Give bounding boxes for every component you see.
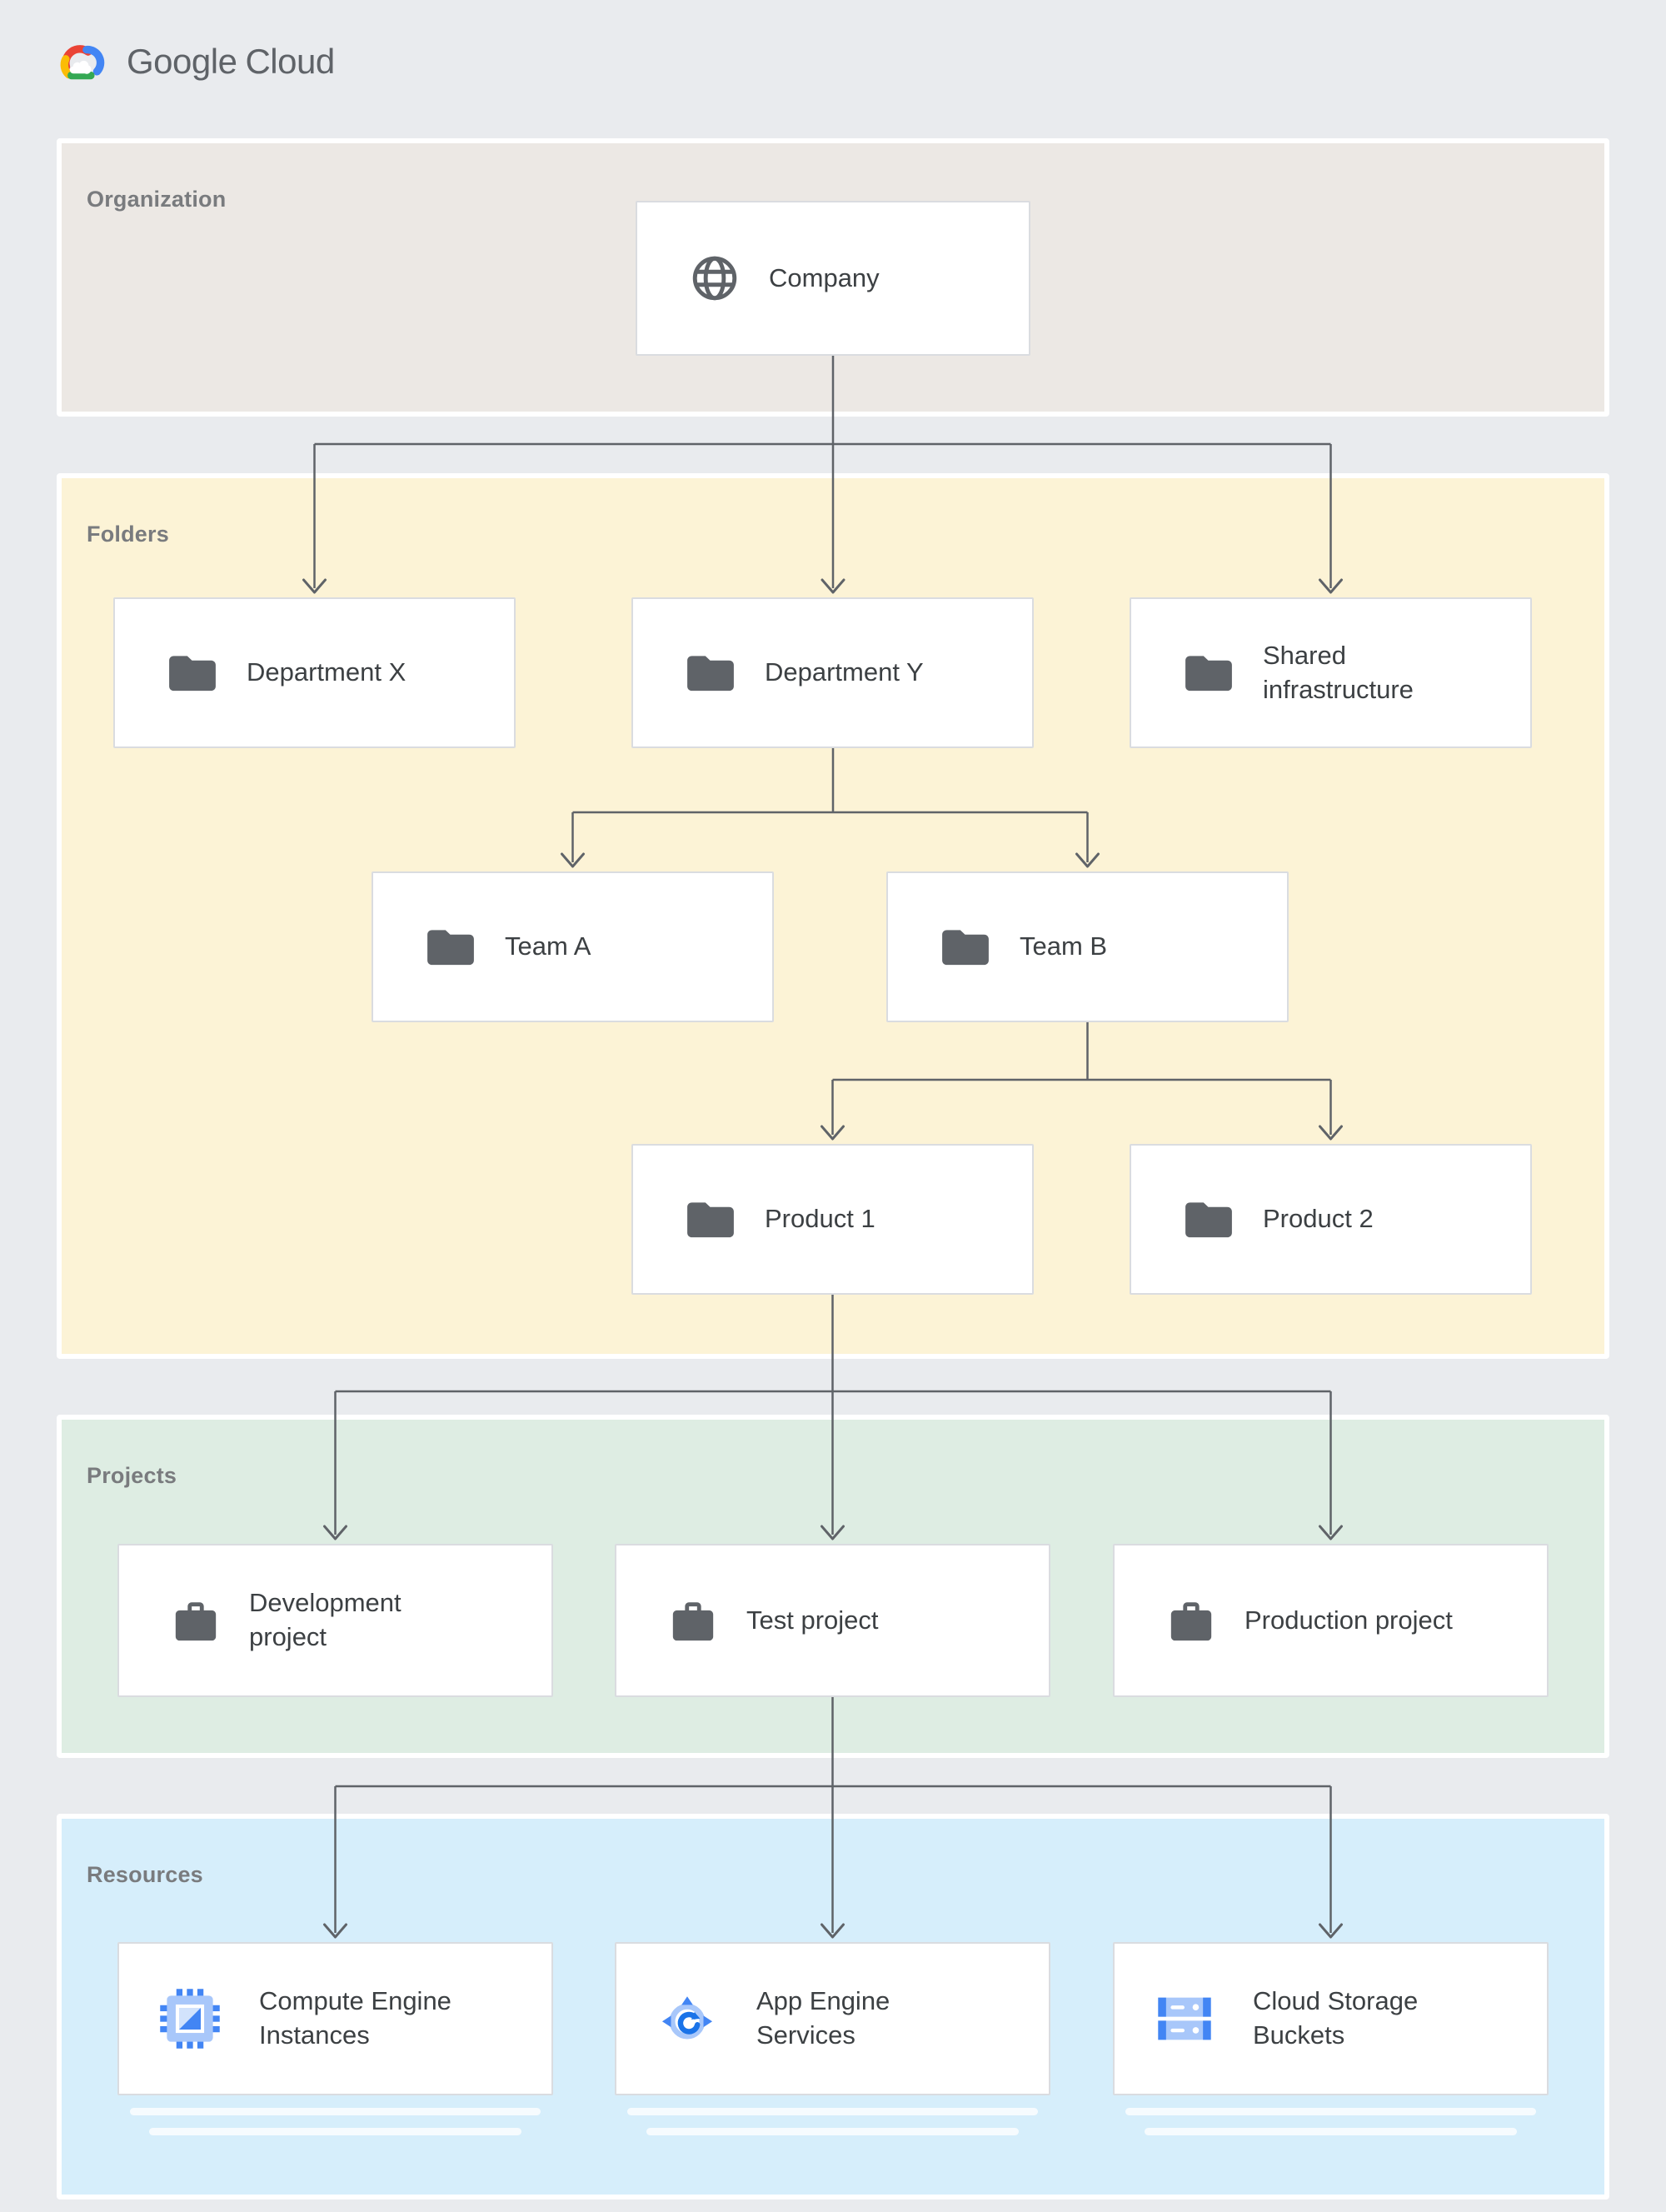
node-development-project-label: Development project bbox=[249, 1588, 402, 1651]
node-compute-engine-instances-label: Compute Engine Instances bbox=[259, 1986, 451, 2050]
stack-line bbox=[1125, 2108, 1536, 2115]
section-folders-label: Folders bbox=[87, 522, 169, 547]
section-organization-label: Organization bbox=[87, 187, 227, 212]
node-cloud-storage-buckets: Cloud Storage Buckets bbox=[1113, 1942, 1549, 2095]
node-production-project-label: Production project bbox=[1245, 1605, 1453, 1635]
node-app-engine-services-label: App Engine Services bbox=[756, 1986, 890, 2050]
node-test-project-label: Test project bbox=[746, 1605, 879, 1635]
folder-icon bbox=[685, 651, 736, 696]
node-department-x: Department X bbox=[113, 597, 516, 748]
node-team-a-label: Team A bbox=[505, 931, 591, 961]
node-production-project: Production project bbox=[1113, 1544, 1549, 1697]
node-product-1-label: Product 1 bbox=[765, 1204, 875, 1234]
node-product-2-label: Product 2 bbox=[1263, 1204, 1374, 1234]
logo-word-cloud: Cloud bbox=[245, 42, 335, 81]
stack-line bbox=[1145, 2128, 1517, 2135]
node-department-y-label: Department Y bbox=[765, 657, 924, 687]
section-resources-label: Resources bbox=[87, 1862, 203, 1887]
briefcase-icon bbox=[171, 1596, 221, 1645]
node-cloud-storage-buckets-label: Cloud Storage Buckets bbox=[1253, 1986, 1419, 2050]
node-company-label: Company bbox=[769, 262, 880, 292]
globe-icon bbox=[689, 252, 741, 304]
section-projects-label: Projects bbox=[87, 1463, 177, 1488]
node-product-1: Product 1 bbox=[631, 1144, 1034, 1295]
app-engine-icon bbox=[655, 1986, 720, 2051]
google-cloud-logo-icon bbox=[60, 45, 105, 80]
node-development-project: Development project bbox=[117, 1544, 553, 1697]
folder-icon bbox=[685, 1197, 736, 1242]
node-compute-engine-instances: Compute Engine Instances bbox=[117, 1942, 553, 2095]
folder-icon bbox=[940, 925, 991, 970]
logo-word-google: Google bbox=[127, 42, 237, 81]
node-department-x-label: Department X bbox=[247, 657, 407, 687]
stack-line bbox=[627, 2108, 1038, 2115]
folder-icon bbox=[1183, 1197, 1235, 1242]
briefcase-icon bbox=[668, 1596, 718, 1645]
node-company: Company bbox=[636, 201, 1030, 356]
node-team-b: Team B bbox=[886, 871, 1289, 1022]
node-product-2: Product 2 bbox=[1130, 1144, 1532, 1295]
node-team-a: Team A bbox=[372, 871, 774, 1022]
stack-line bbox=[149, 2128, 521, 2135]
node-team-b-label: Team B bbox=[1020, 931, 1108, 961]
folder-icon bbox=[425, 925, 476, 970]
stack-line bbox=[130, 2108, 541, 2115]
briefcase-icon bbox=[1166, 1596, 1216, 1645]
stack-line bbox=[646, 2128, 1019, 2135]
node-shared-infrastructure-label: Shared infrastructure bbox=[1263, 640, 1414, 704]
compute-engine-icon bbox=[157, 1986, 222, 2051]
cloud-storage-icon bbox=[1153, 1992, 1216, 2045]
node-test-project: Test project bbox=[615, 1544, 1050, 1697]
folder-icon bbox=[167, 651, 218, 696]
node-app-engine-services: App Engine Services bbox=[615, 1942, 1050, 2095]
node-shared-infrastructure: Shared infrastructure bbox=[1130, 597, 1532, 748]
node-department-y: Department Y bbox=[631, 597, 1034, 748]
folder-icon bbox=[1183, 651, 1235, 696]
